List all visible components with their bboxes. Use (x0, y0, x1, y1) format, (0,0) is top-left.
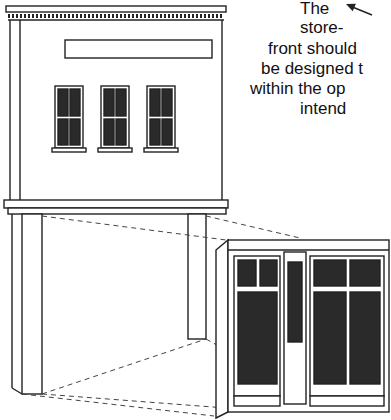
door (284, 252, 306, 404)
note-text: intend (300, 100, 346, 118)
kickplate (234, 396, 280, 406)
note-text: The (300, 0, 329, 18)
pilaster (188, 214, 206, 339)
storefront (228, 240, 389, 412)
window-sill (144, 148, 178, 152)
projection-line (206, 216, 300, 238)
window-pane (116, 89, 126, 116)
transom-pane (350, 260, 380, 286)
window-sill (52, 148, 86, 152)
window-pane (70, 89, 80, 116)
pilaster-side (11, 214, 12, 388)
transom-pane (260, 260, 277, 286)
projection-line (42, 394, 226, 408)
dentils (8, 14, 224, 18)
window-pane (116, 119, 126, 145)
window-pane (104, 89, 114, 116)
window-pane (58, 89, 68, 116)
sign-band (65, 40, 212, 58)
window (101, 86, 129, 148)
window-pane (150, 119, 160, 145)
cornice (6, 6, 226, 12)
window-pane (162, 119, 172, 145)
display-window (310, 256, 384, 396)
transom-pane (314, 260, 346, 286)
arrowhead (346, 4, 356, 11)
window-sill (98, 148, 132, 152)
cornice-line (8, 19, 224, 20)
beam (8, 208, 226, 214)
storefront-band (228, 249, 389, 250)
projection-line (42, 339, 206, 394)
note-text: within the op (250, 80, 345, 98)
note-text: front should (268, 40, 357, 58)
facade-edge (9, 20, 10, 200)
window-pane (70, 119, 80, 145)
window-pane (58, 119, 68, 145)
door-glass (288, 262, 302, 342)
facade-edge (19, 20, 20, 200)
display-glass (314, 292, 346, 384)
projection-line (22, 394, 214, 416)
display-window (234, 256, 280, 396)
window (55, 86, 83, 148)
kickplate (310, 396, 384, 406)
facade-edge (221, 20, 222, 200)
note-text: store- (300, 19, 343, 37)
pilaster-side (12, 388, 22, 394)
display-glass (238, 292, 277, 384)
pilaster (22, 214, 42, 394)
window (147, 86, 175, 148)
window-pane (162, 89, 172, 116)
window-pane (104, 119, 114, 145)
projection-line (42, 216, 226, 240)
display-glass (350, 292, 380, 384)
storefront-side (216, 240, 228, 418)
beam (4, 200, 228, 208)
transom-pane (238, 260, 256, 286)
note-text: be designed t (261, 60, 363, 78)
window-pane (150, 89, 160, 116)
